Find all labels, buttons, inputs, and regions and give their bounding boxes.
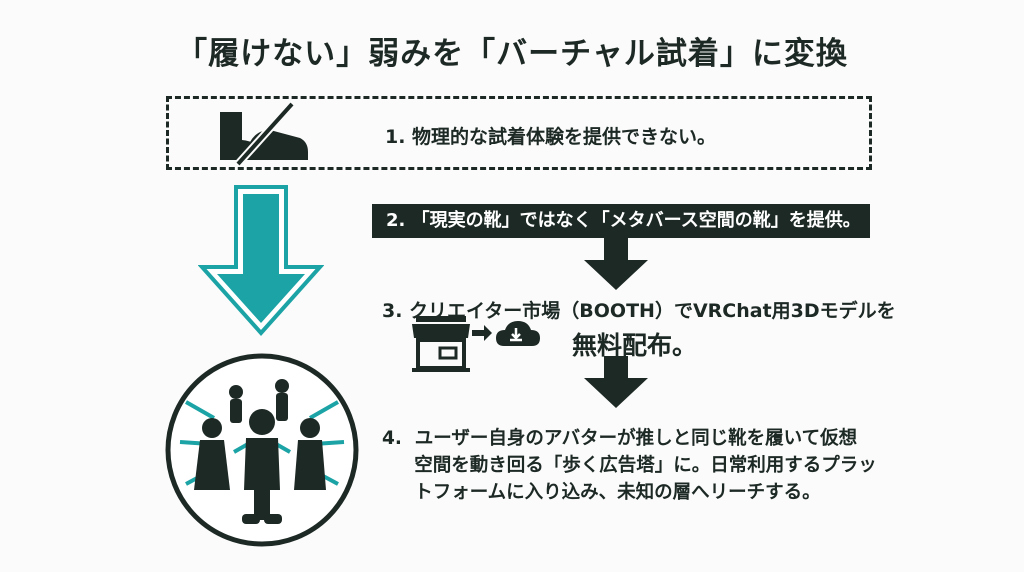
avatars-circle-illustration <box>165 353 359 547</box>
step-4-text: 4. ユーザー自身のアバターが推しと同じ靴を履いて仮想 空間を動き回る「歩く広告… <box>382 428 877 503</box>
shop-to-cloud-download-icon <box>412 316 540 372</box>
page-title: 「履けない」弱みを「バーチャル試着」に変換 <box>176 36 848 72</box>
down-arrow-1 <box>584 238 648 290</box>
down-arrow-2 <box>584 356 648 408</box>
step-1-box <box>166 96 872 170</box>
step-2-banner: 2. 「現実の靴」ではなく「メタバース空間の靴」を提供。 <box>372 204 870 238</box>
step-3-free-distribution: 無料配布。 <box>572 331 698 360</box>
step-3-text: 3. クリエイター市場（BOOTH）でVRChat用3Dモデルを <box>382 300 896 322</box>
step-1-text: 1. 物理的な試着体験を提供できない。 <box>385 126 717 148</box>
teal-down-arrow <box>198 185 324 337</box>
no-physical-fitting-icon <box>220 101 308 167</box>
